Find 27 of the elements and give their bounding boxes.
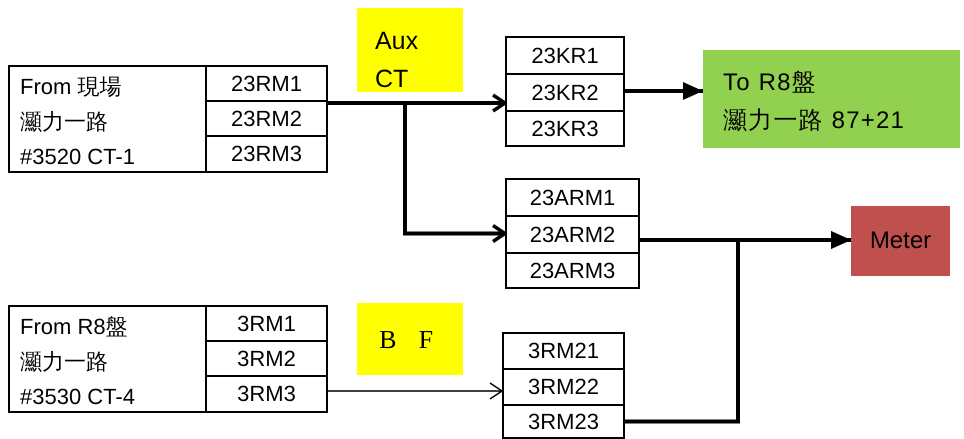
source-label: #3520 CT-1 [20, 143, 135, 171]
source-label: From R8盤 [20, 313, 129, 341]
arrow [625, 82, 703, 100]
terminal-cell: 3RM22 [502, 368, 625, 406]
terminal-cell: 23ARM1 [505, 178, 640, 217]
arrow [328, 382, 503, 400]
arrow [328, 101, 507, 244]
terminal-cell: 23ARM3 [505, 252, 640, 289]
terminal-cell: 23KR2 [505, 73, 625, 112]
note-box: B F [357, 303, 463, 375]
terminal-cell: 3RM21 [502, 332, 625, 370]
source-label: From 現場 [20, 73, 122, 101]
destination-box [703, 50, 960, 148]
source-label: #3530 CT-4 [20, 383, 135, 411]
source-table-box [8, 305, 328, 413]
source-table-box [8, 65, 328, 173]
terminal-cell: 23KR1 [505, 36, 625, 75]
destination-label: 灦力一路 87+21 [723, 106, 906, 136]
note-label: Aux CT [375, 26, 420, 95]
note-box [357, 8, 463, 92]
source-label: 灦力一路 [20, 348, 109, 376]
terminal-cell: 23KR3 [505, 110, 625, 147]
terminal-cell: 3RM23 [502, 404, 625, 439]
terminal-cell: 23ARM2 [505, 215, 640, 254]
destination-label: To R8盤 [723, 68, 818, 98]
source-label: 灦力一路 [20, 108, 109, 136]
meter-box: Meter [851, 206, 950, 276]
